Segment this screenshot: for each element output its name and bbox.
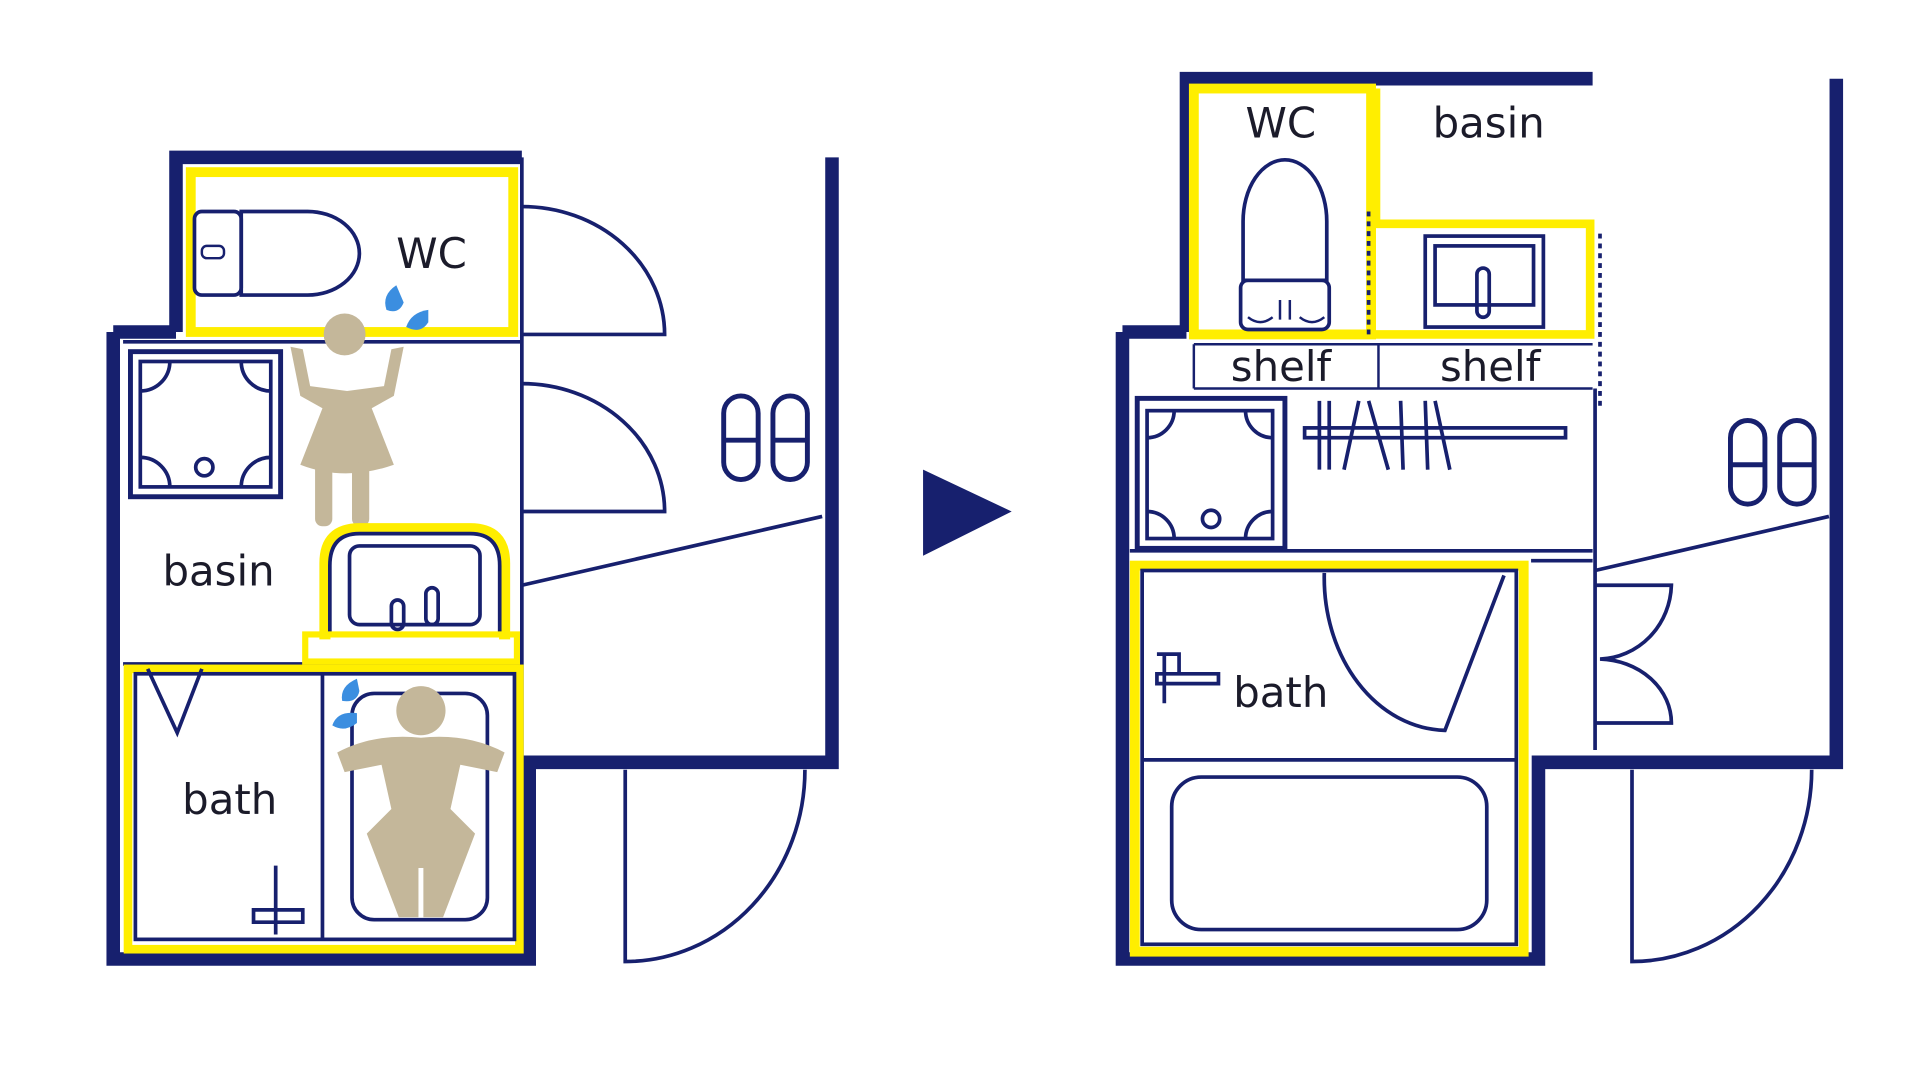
after-shelf-left-label: shelf xyxy=(1231,342,1333,391)
before-bath-fixtures xyxy=(146,668,325,940)
before-door-wc xyxy=(521,204,667,337)
after-plan: WC basin shelf shelf xyxy=(1115,71,1844,966)
after-shelf-lines xyxy=(1192,343,1593,390)
after-door-front xyxy=(1630,769,1814,964)
toilet-icon xyxy=(1238,158,1332,332)
sink-icon xyxy=(1423,234,1546,329)
before-basin-label: basin xyxy=(162,546,274,595)
sink-icon xyxy=(302,523,520,665)
faucet-icon xyxy=(1155,652,1221,704)
person-icon xyxy=(337,686,505,918)
arrow-right-icon xyxy=(923,469,1012,556)
slippers-icon xyxy=(721,393,810,482)
before-door-basin xyxy=(521,381,667,514)
after-door-entry xyxy=(1594,514,1830,573)
faucet-icon xyxy=(251,865,305,935)
before-walls xyxy=(106,150,839,966)
after-walls xyxy=(1115,71,1844,966)
after-bathtub xyxy=(1169,775,1489,932)
washing-machine-icon xyxy=(128,349,284,500)
after-dotted-lines xyxy=(1366,211,1602,406)
toilet-icon xyxy=(192,209,362,297)
before-door-front xyxy=(623,769,807,964)
before-plan: WC basin xyxy=(106,150,839,966)
water-drop-icon xyxy=(385,285,429,330)
before-door-entry xyxy=(521,514,823,588)
after-shelf-right-label: shelf xyxy=(1440,342,1542,391)
water-drop-icon xyxy=(332,678,360,729)
after-bath-door xyxy=(1322,572,1506,733)
washing-machine-icon xyxy=(1134,395,1288,551)
before-bath-label: bath xyxy=(182,775,277,824)
after-folding-door xyxy=(1595,583,1674,725)
before-bath-highlight xyxy=(123,664,524,954)
after-bath-label: bath xyxy=(1233,668,1328,717)
person-icon xyxy=(290,313,404,527)
after-wc-label: WC xyxy=(1246,99,1317,148)
after-bath-highlight xyxy=(1129,560,1529,957)
after-basin-highlight xyxy=(1371,88,1595,339)
after-basin-label: basin xyxy=(1433,99,1545,148)
hanger-rail-icon xyxy=(1302,400,1568,471)
after-wc-highlight xyxy=(1188,83,1376,340)
before-wc-label: WC xyxy=(396,229,467,278)
slippers-icon xyxy=(1728,418,1817,507)
